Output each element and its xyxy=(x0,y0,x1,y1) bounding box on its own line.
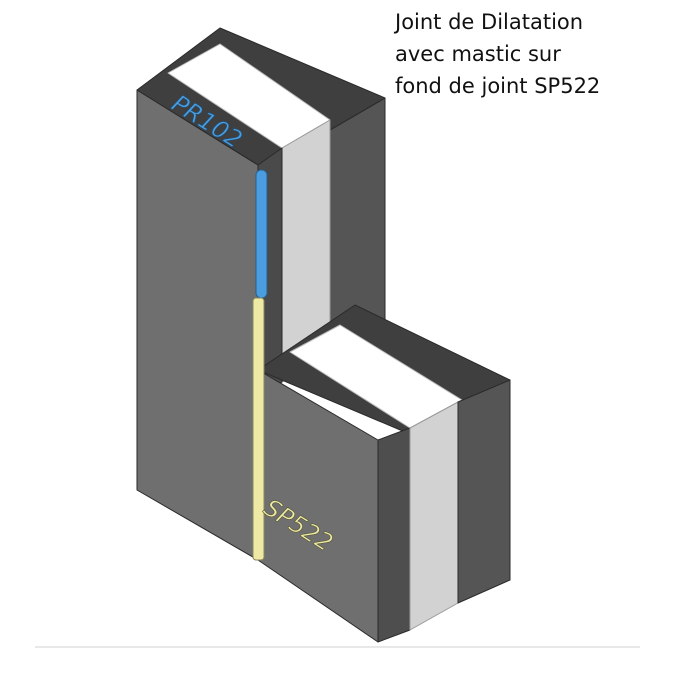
diagram-caption: Joint de Dilatation avec mastic sur fond… xyxy=(395,6,665,102)
sp522-backer-rod-strip xyxy=(252,297,265,561)
bottom-divider xyxy=(35,646,640,648)
caption-line-1: Joint de Dilatation xyxy=(395,10,584,34)
low-block-right-dark-b xyxy=(457,379,511,604)
low-block-right-dark-a xyxy=(377,427,411,643)
tall-block-front-face xyxy=(136,89,259,561)
caption-line-2: avec mastic sur xyxy=(395,42,561,66)
pr102-mastic-strip xyxy=(255,169,268,299)
caption-line-3: fond de joint SP522 xyxy=(395,74,601,98)
low-joint-gray-front xyxy=(409,401,459,631)
